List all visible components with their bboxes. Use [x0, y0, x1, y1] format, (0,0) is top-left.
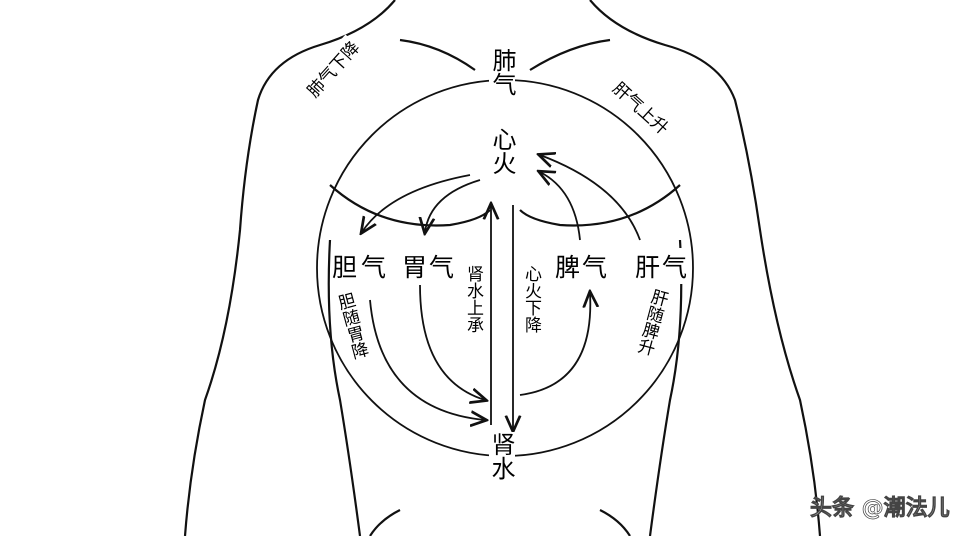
node-kidney: 肾水 [487, 432, 515, 480]
flow-liver-ascend: 肝气上升 [608, 75, 676, 140]
gall-to-kidney-arrow [369, 299, 485, 420]
node-spleen: 脾气 [555, 248, 610, 284]
flow-lung-descend: 肺气下降 [300, 34, 365, 102]
node-gallbladder: 胆气 [332, 248, 391, 284]
spleen-to-heart-arrow [540, 172, 581, 241]
flow-liver-follow-spleen: 肝随脾升 [632, 286, 671, 358]
node-stomach: 胃气 [402, 248, 457, 284]
body-outline [183, 0, 822, 536]
stomach-to-kidney-arrow [419, 284, 485, 400]
heart-to-gall-arrow [362, 174, 471, 232]
node-heart: 心火 [488, 127, 516, 175]
flow-kidney-rise: 肾水上承 [463, 265, 483, 333]
liver-to-heart-arrow [540, 155, 641, 241]
node-liver: 肝气 [635, 248, 690, 284]
flow-gall-follow-stomach: 胆随胃降 [332, 290, 371, 362]
flow-heart-descend: 心火下降 [521, 265, 541, 333]
kidney-to-spleen-arrow [519, 293, 590, 396]
watermark: 头条 @潮法儿 [810, 496, 950, 522]
heart-to-stomach-arrow [425, 179, 481, 232]
node-lung: 肺气 [488, 48, 516, 96]
